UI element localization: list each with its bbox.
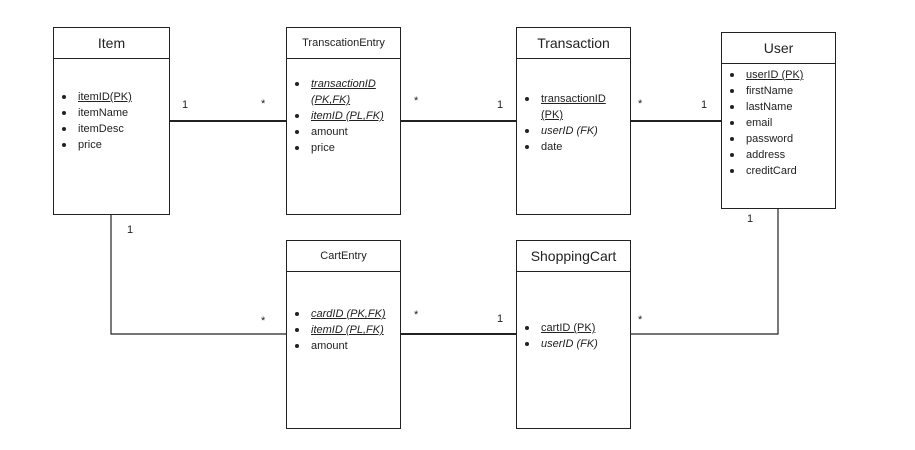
attribute: creditCard xyxy=(722,163,835,179)
multiplicity-label: 1 xyxy=(127,224,134,236)
shoppingcart-entity[interactable]: ShoppingCart cartID (PK) userID (FK) xyxy=(516,240,631,429)
transaction-attributes: transactionID (PK) userID (FK) date xyxy=(517,91,630,155)
attribute: password xyxy=(722,131,835,147)
attribute: email xyxy=(722,115,835,131)
attribute: userID (FK) xyxy=(517,123,630,139)
item-attributes: itemID(PK) itemName itemDesc price xyxy=(54,89,169,153)
attribute: itemDesc xyxy=(54,121,169,137)
item-cartentry-line xyxy=(110,214,286,335)
multiplicity-label: * xyxy=(638,314,643,326)
attribute: transactionID (PK) xyxy=(517,91,619,123)
attribute: transactionID (PK,FK) xyxy=(287,76,381,108)
transaction-title: Transaction xyxy=(517,28,630,59)
item-entity[interactable]: Item itemID(PK) itemName itemDesc price xyxy=(53,27,170,215)
attribute: cardID (PK,FK) xyxy=(287,306,400,322)
attribute: address xyxy=(722,147,835,163)
attribute: itemID (PL,FK) xyxy=(287,322,400,338)
transaction-entity[interactable]: Transaction transactionID (PK) userID (F… xyxy=(516,27,631,215)
multiplicity-label: * xyxy=(414,95,419,107)
transactionentry-attributes: transactionID (PK,FK) itemID (PL,FK) amo… xyxy=(287,76,400,156)
multiplicity-label: * xyxy=(638,98,643,110)
attribute: amount xyxy=(287,338,400,354)
cartentry-attributes: cardID (PK,FK) itemID (PL,FK) amount xyxy=(287,306,400,354)
shoppingcart-attributes: cartID (PK) userID (FK) xyxy=(517,320,630,352)
cartentry-entity[interactable]: CartEntry cardID (PK,FK) itemID (PL,FK) … xyxy=(286,240,401,429)
attribute: itemName xyxy=(54,105,169,121)
multiplicity-label: 1 xyxy=(497,313,504,325)
multiplicity-label: 1 xyxy=(701,99,708,111)
attribute: userID (PK) xyxy=(722,67,835,83)
attribute: price xyxy=(54,137,169,153)
attribute: firstName xyxy=(722,83,835,99)
multiplicity-label: 1 xyxy=(497,99,504,111)
attribute: itemID (PL,FK) xyxy=(287,108,400,124)
transactionentry-title: TranscationEntry xyxy=(287,28,400,59)
user-attributes: userID (PK) firstName lastName email pas… xyxy=(722,67,835,179)
user-entity[interactable]: User userID (PK) firstName lastName emai… xyxy=(721,32,836,209)
multiplicity-label: * xyxy=(261,315,266,327)
cartentry-title: CartEntry xyxy=(287,241,400,272)
multiplicity-label: 1 xyxy=(747,213,754,225)
attribute: userID (FK) xyxy=(517,336,630,352)
multiplicity-label: * xyxy=(414,309,419,321)
multiplicity-label: 1 xyxy=(182,99,189,111)
attribute: lastName xyxy=(722,99,835,115)
user-shoppingcart-line xyxy=(631,208,779,335)
user-title: User xyxy=(722,33,835,64)
multiplicity-label: * xyxy=(261,98,266,110)
attribute: itemID(PK) xyxy=(54,89,169,105)
attribute: cartID (PK) xyxy=(517,320,630,336)
attribute: price xyxy=(287,140,400,156)
item-title: Item xyxy=(54,28,169,59)
shoppingcart-title: ShoppingCart xyxy=(517,241,630,272)
attribute: date xyxy=(517,139,630,155)
attribute: amount xyxy=(287,124,400,140)
transactionentry-entity[interactable]: TranscationEntry transactionID (PK,FK) i… xyxy=(286,27,401,215)
